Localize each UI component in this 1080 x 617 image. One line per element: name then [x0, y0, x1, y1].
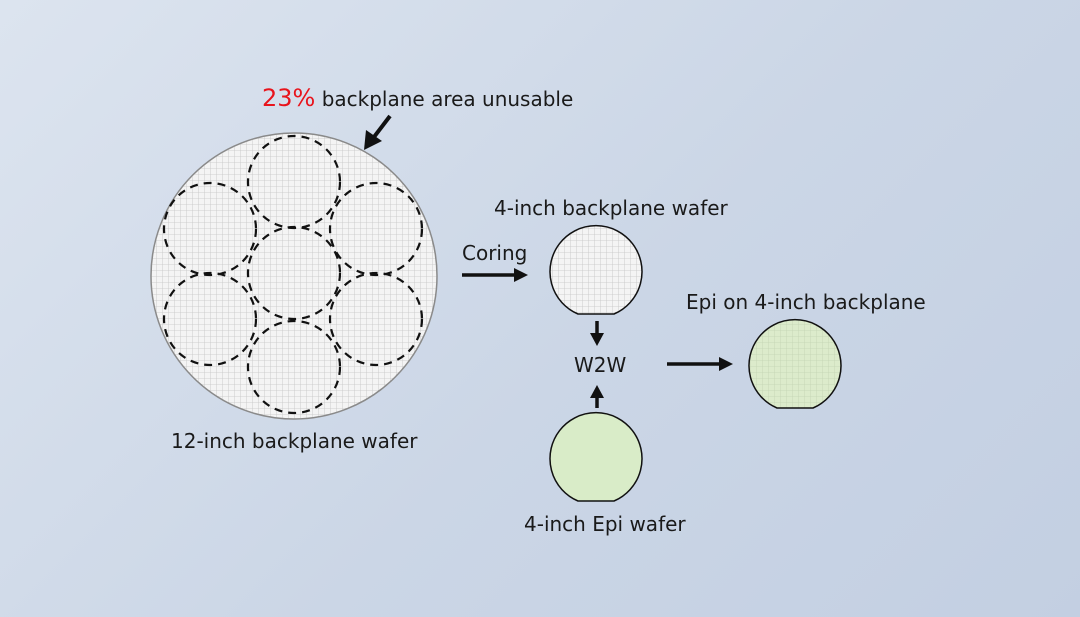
annotation-arrow	[364, 114, 392, 150]
cored-circles	[162, 134, 424, 415]
epi-4-inch-label: 4-inch Epi wafer	[524, 512, 686, 536]
cored-circle-bottom	[246, 319, 342, 415]
unusable-description: backplane area unusable	[315, 87, 573, 111]
result-label: Epi on 4-inch backplane	[686, 290, 926, 314]
backplane-4-inch-label: 4-inch backplane wafer	[494, 196, 729, 220]
cored-circle-upper-right	[328, 181, 424, 277]
arrow-to-result	[667, 357, 733, 371]
annotation-text: 23% backplane area unusable	[262, 84, 573, 112]
cored-circle-lower-left	[162, 271, 258, 367]
epi-4-inch-wafer	[549, 412, 643, 502]
coring-label: Coring	[462, 241, 527, 265]
backplane-4-inch-wafer	[549, 225, 643, 315]
wafer-12-inch	[150, 132, 438, 420]
wafer-12-inch-label: 12-inch backplane wafer	[171, 429, 418, 453]
coring-arrow	[462, 268, 528, 282]
w2w-label: W2W	[574, 353, 627, 377]
cored-circle-lower-right	[328, 271, 424, 367]
unusable-percent: 23%	[262, 84, 315, 112]
arrow-down-to-w2w	[590, 321, 604, 346]
cored-circle-upper-left	[162, 181, 258, 277]
arrow-up-to-w2w	[590, 385, 604, 408]
cored-circle-center	[246, 225, 342, 321]
epi-on-backplane-wafer	[748, 319, 842, 409]
